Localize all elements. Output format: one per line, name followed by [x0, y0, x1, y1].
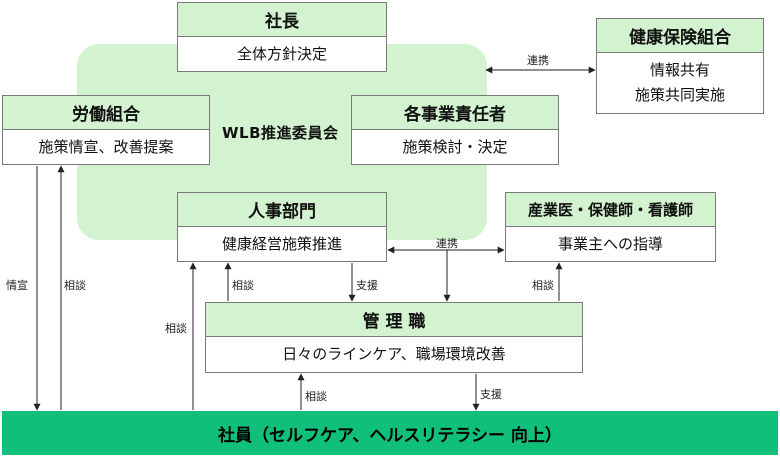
- division-heads-title: 各事業責任者: [352, 96, 558, 130]
- label-consult-medical: 相談: [532, 279, 554, 292]
- wlb-committee-label: WLB推進委員会: [222, 124, 339, 142]
- health-insurance-box: 健康保険組合 情報共有 施策共同実施: [596, 18, 764, 114]
- labor-union-box: 労働組合 施策情宣、改善提案: [2, 95, 210, 165]
- managers-desc: 日々のラインケア、職場環境改善: [282, 345, 506, 364]
- label-coop-health: 連携: [527, 54, 549, 67]
- label-support-managers: 支援: [480, 388, 502, 401]
- medical-staff-title: 産業医・保健師・看護師: [506, 193, 715, 227]
- label-publicize: 情宣: [6, 279, 28, 292]
- managers-box: 管 理 職 日々のラインケア、職場環境改善: [205, 302, 583, 373]
- medical-staff-desc: 事業主への指導: [557, 234, 663, 253]
- president-box: 社長 全体方針決定: [177, 2, 387, 72]
- medical-staff-box: 産業医・保健師・看護師 事業主への指導: [505, 192, 716, 262]
- president-title: 社長: [178, 3, 386, 37]
- health-insurance-title: 健康保険組合: [597, 19, 763, 53]
- health-insurance-line: 情報共有: [649, 61, 710, 80]
- label-coop-medical: 連携: [436, 237, 458, 250]
- labor-union-title: 労働組合: [3, 96, 209, 130]
- president-desc: 全体方針決定: [236, 44, 327, 63]
- division-heads-box: 各事業責任者 施策検討・決定: [351, 95, 559, 165]
- managers-title: 管 理 職: [206, 303, 582, 337]
- division-heads-desc: 施策検討・決定: [402, 137, 508, 156]
- label-consult-hr-managers: 相談: [232, 279, 254, 292]
- hr-dept-desc: 健康経営施策推進: [221, 234, 342, 253]
- employees-label: 社員（セルフケア、ヘルスリテラシー 向上）: [218, 425, 562, 446]
- labor-union-desc: 施策情宣、改善提案: [38, 137, 174, 156]
- health-insurance-line: 施策共同実施: [634, 86, 725, 104]
- label-consult-union: 相談: [64, 279, 86, 292]
- hr-dept-box: 人事部門 健康経営施策推進: [177, 192, 387, 262]
- label-support-hr: 支援: [356, 279, 378, 292]
- hr-dept-title: 人事部門: [178, 193, 386, 227]
- employees-bar: 社員（セルフケア、ヘルスリテラシー 向上）: [2, 411, 778, 455]
- label-consult-managers: 相談: [305, 390, 327, 403]
- label-consult-hr: 相談: [165, 322, 187, 335]
